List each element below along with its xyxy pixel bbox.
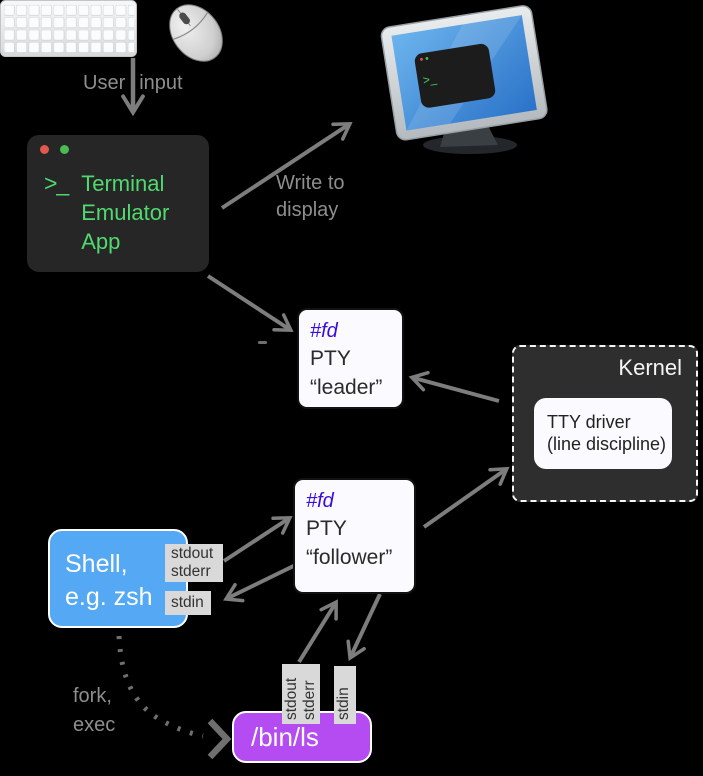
write-to-display-label: Write to display	[276, 172, 345, 221]
kernel-node: Kernel TTY driver (line discipline)	[512, 345, 698, 502]
shell-stdout-stderr-label: stdout stderr	[165, 544, 223, 582]
pty-follower-name: PTY	[306, 517, 347, 540]
ls-stdout-stderr-label: stdout stderr	[282, 664, 320, 724]
pty-leader-node: #fd PTY “leader”	[297, 308, 404, 409]
kernel-title: Kernel	[618, 355, 682, 380]
fork-exec-arrowhead-icon	[207, 718, 232, 760]
terminal-prompt-icon: >_	[44, 170, 69, 196]
dash-mark	[258, 341, 267, 344]
terminal-emulator-app-node: >_ Terminal Emulator App	[27, 135, 209, 272]
window-dot-red-icon	[40, 145, 49, 154]
keyboard-icon	[0, 0, 137, 57]
pty-follower-role: “follower”	[306, 546, 393, 569]
pty-follower-node: #fd PTY “follower”	[293, 478, 416, 594]
ls-stdout-to-follower-arrow	[297, 599, 338, 664]
app-to-pty-leader-arrow	[206, 274, 294, 333]
monitor-terminal-prompt: >_	[422, 71, 438, 87]
ls-stdin-label: stdin	[334, 666, 356, 724]
pty-leader-role: “leader”	[310, 376, 383, 399]
pty-leader-name: PTY	[310, 347, 351, 370]
shell-stdin-label: stdin	[165, 591, 211, 615]
kernel-to-pty-leader-arrow	[408, 370, 500, 403]
pty-follower-fd-label: #fd	[306, 490, 334, 512]
shell-node: Shell, e.g. zsh	[48, 529, 188, 628]
write-to-display-arrow	[220, 121, 353, 210]
follower-to-ls-stdin-arrow	[346, 593, 382, 662]
window-dot-green-icon	[60, 145, 69, 154]
user-input-word1: User	[83, 72, 126, 94]
pty-leader-fd-label: #fd	[310, 320, 338, 342]
user-input-label: User input	[83, 70, 183, 97]
monitor-icon: >_	[380, 5, 548, 154]
fork-exec-label: fork, exec	[73, 685, 116, 736]
mouse-icon	[169, 4, 223, 62]
fork-exec-arrow	[116, 635, 204, 739]
monitor-terminal-window	[414, 43, 496, 108]
tty-driver-box: TTY driver (line discipline)	[534, 398, 672, 469]
terminal-app-title: Terminal Emulator App	[81, 171, 170, 254]
pty-follower-to-kernel-arrow	[422, 466, 510, 529]
shell-stdout-to-follower-arrow	[222, 515, 293, 563]
user-input-word2: input	[139, 72, 183, 94]
